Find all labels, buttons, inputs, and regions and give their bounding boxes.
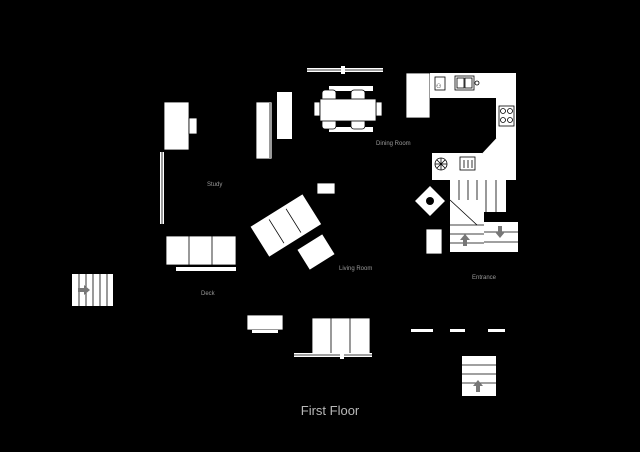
dining-table: [313, 86, 383, 132]
study-desk: [163, 101, 198, 151]
ottoman: [296, 233, 336, 271]
fireplace-icon: [413, 184, 447, 218]
entrance-label: Entrance: [472, 275, 497, 281]
sofa-bottom: [311, 317, 371, 356]
side-table: [316, 182, 336, 195]
window-right-bottom: [411, 329, 505, 332]
kitchen-fan-icon: [434, 157, 448, 171]
deck-steps: [72, 274, 113, 306]
arrow-right-icon: [78, 285, 90, 295]
sofa-left: [165, 235, 237, 271]
floor-title: First Floor: [301, 403, 360, 418]
living-room-label: Living Room: [339, 266, 372, 272]
arrow-up-icon: [460, 234, 470, 246]
dining-room-label: Dining Room: [376, 141, 411, 147]
window-left: [160, 152, 164, 224]
main-staircase: [449, 180, 518, 252]
entry-steps: [462, 356, 496, 396]
window-bottom: [294, 351, 372, 359]
arrow-up-icon: [473, 380, 483, 392]
bench: [246, 314, 284, 333]
study-label: Study: [207, 182, 222, 188]
shelf-units: [255, 92, 292, 160]
deck-label: Deck: [201, 291, 216, 297]
kitchen: ⚇: [405, 72, 516, 180]
sofa-angled: [249, 193, 323, 258]
window-top: [307, 66, 383, 74]
cabinet: [425, 228, 443, 255]
appliance-icon: ⚇: [436, 83, 441, 90]
arrow-down-icon: [495, 226, 505, 238]
